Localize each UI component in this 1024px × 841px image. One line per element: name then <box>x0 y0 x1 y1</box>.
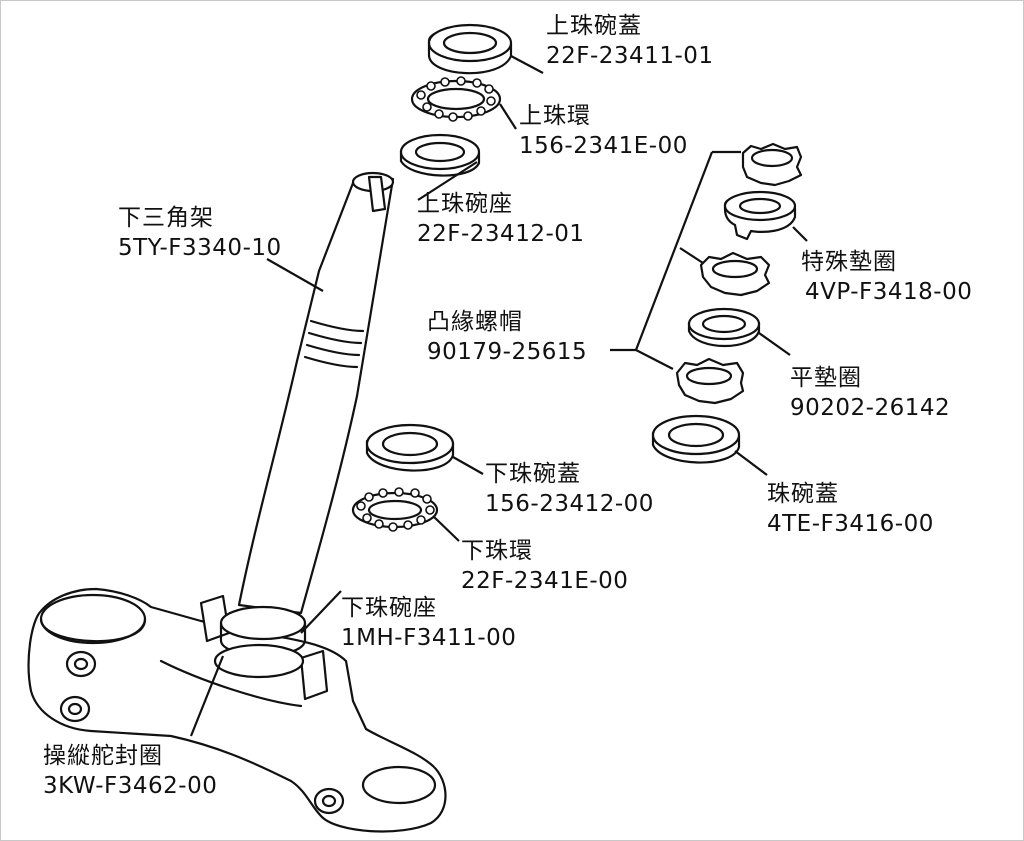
part-name: 操縱舵封圈 <box>43 743 163 769</box>
part-number: 5TY-F3340-10 <box>118 235 282 261</box>
part-name: 特殊墊圈 <box>801 249 897 275</box>
steering-stem-drawing <box>213 171 395 679</box>
label-steering-seal: 操縱舵封圈 3KW-F3462-00 <box>43 741 217 801</box>
part-number: 90202-26142 <box>790 395 951 421</box>
upper-cup-cover-drawing <box>427 23 513 75</box>
part-number: 22F-2341E-00 <box>461 568 629 594</box>
flange-nut-middle-drawing <box>699 251 771 297</box>
label-lower-bracket: 下三角架 5TY-F3340-10 <box>118 203 282 263</box>
label-lower-bearing: 下珠環 22F-2341E-00 <box>461 536 628 596</box>
part-name: 下珠碗蓋 <box>485 461 581 487</box>
label-special-washer: 特殊墊圈 4VP-F3418-00 <box>801 247 972 307</box>
label-lower-cup-cover: 下珠碗蓋 156-23412-00 <box>485 459 654 519</box>
flange-nut-lower-drawing <box>675 357 745 405</box>
label-lower-cup-seat: 下珠碗座 1MH-F3411-00 <box>341 593 516 653</box>
special-washer-drawing <box>723 190 797 241</box>
part-name: 上珠環 <box>519 103 591 129</box>
label-plain-washer: 平墊圈 90202-26142 <box>790 363 950 423</box>
part-name: 上珠碗座 <box>417 191 513 217</box>
ball-cup-cover-drawing <box>651 414 741 464</box>
part-number: 1MH-F3411-00 <box>341 625 517 651</box>
part-name: 上珠碗蓋 <box>546 13 642 39</box>
label-upper-cup-cover: 上珠碗蓋 22F-23411-01 <box>546 11 714 71</box>
plain-washer-drawing <box>687 307 761 348</box>
part-number: 4TE-F3416-00 <box>767 511 934 537</box>
upper-bearing-drawing <box>410 76 502 122</box>
part-name: 平墊圈 <box>790 365 862 391</box>
upper-cup-seat-drawing <box>399 133 481 177</box>
part-name: 下珠環 <box>461 538 533 564</box>
label-ball-cup-cover: 珠碗蓋 4TE-F3416-00 <box>767 479 934 539</box>
part-number: 156-2341E-00 <box>519 133 688 159</box>
part-number: 22F-23411-01 <box>546 43 714 69</box>
part-number: 90179-25615 <box>427 339 588 365</box>
label-flange-nut: 凸緣螺帽 90179-25615 <box>427 307 587 367</box>
part-number: 4VP-F3418-00 <box>805 279 973 305</box>
leader-lines <box>189 55 808 737</box>
part-name: 下珠碗座 <box>341 595 437 621</box>
part-name: 下三角架 <box>118 205 214 231</box>
lower-bracket-drawing <box>27 587 447 833</box>
part-number: 156-23412-00 <box>485 491 654 517</box>
lower-bearing-drawing <box>351 487 439 532</box>
label-upper-bearing: 上珠環 156-2341E-00 <box>519 101 688 161</box>
part-number: 3KW-F3462-00 <box>43 773 218 799</box>
lower-cup-cover-drawing <box>365 423 455 472</box>
part-number: 22F-23412-01 <box>417 221 585 247</box>
part-name: 珠碗蓋 <box>767 481 839 507</box>
part-name: 凸緣螺帽 <box>427 309 523 335</box>
flange-nut-top-drawing <box>741 142 803 187</box>
label-upper-cup-seat: 上珠碗座 22F-23412-01 <box>417 189 585 249</box>
